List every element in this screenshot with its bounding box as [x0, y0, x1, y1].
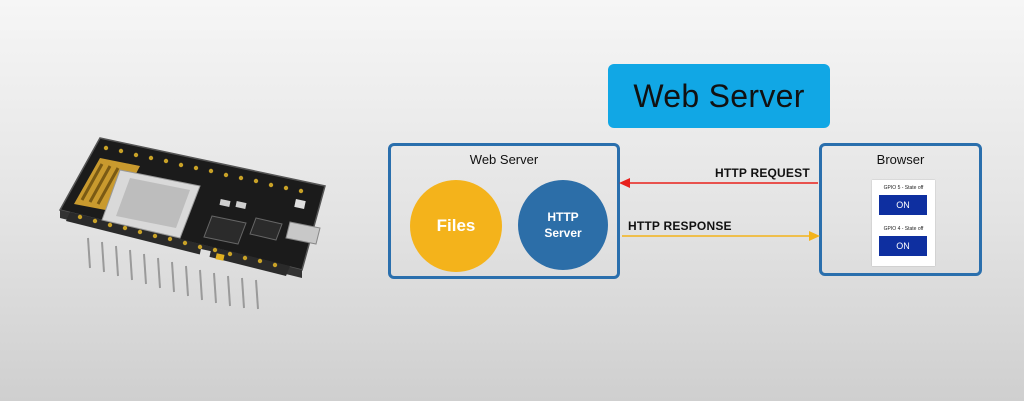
gpio5-state-label: GPIO 5 - State off: [883, 185, 924, 191]
http-server-label-line2: Server: [544, 226, 582, 240]
web-server-box: Web Server Files HTTP Server: [388, 143, 620, 279]
esp8266-board-image: [58, 137, 326, 310]
gpio4-state-label: GPIO 4 - State off: [883, 226, 924, 232]
files-label: Files: [436, 216, 476, 235]
web-server-title: Web Server: [469, 152, 539, 167]
http-server-circle: HTTP Server: [518, 180, 608, 270]
browser-page-mockup: GPIO 5 - State off ON GPIO 4 - State off…: [872, 180, 935, 266]
http-server-label-line1: HTTP: [547, 210, 579, 224]
http-request-label: HTTP REQUEST: [715, 166, 810, 180]
page-title: Web Server: [633, 77, 805, 114]
gpio5-on-button: ON: [879, 195, 927, 215]
files-circle: Files: [410, 180, 502, 272]
http-request-arrowhead: [619, 178, 630, 188]
browser-box: Browser GPIO 5 - State off ON GPIO 4 - S…: [819, 143, 982, 276]
title-badge: Web Server: [608, 64, 830, 128]
browser-title: Browser: [876, 152, 925, 167]
gpio4-on-button: ON: [879, 236, 927, 256]
http-response-label: HTTP RESPONSE: [628, 219, 732, 233]
